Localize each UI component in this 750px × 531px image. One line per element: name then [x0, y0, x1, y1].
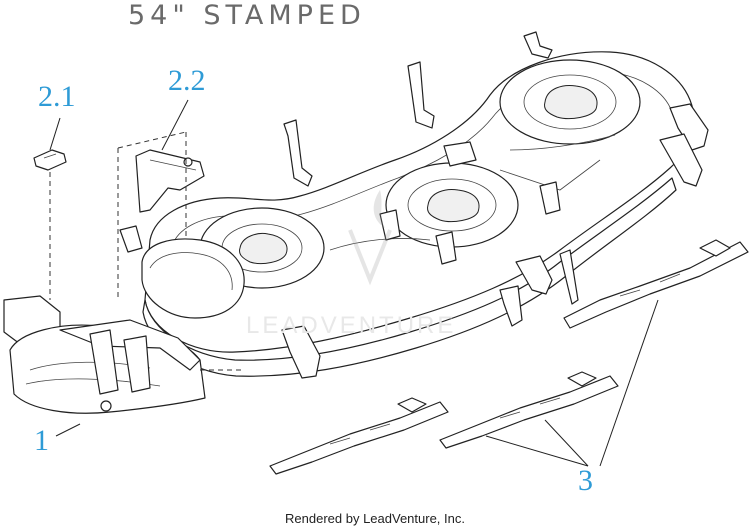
watermark-logo [348, 190, 392, 286]
discharge-chute [3, 295, 206, 414]
callout-1: 1 [34, 424, 49, 457]
mower-blades [269, 239, 749, 475]
leader-lines [49, 99, 659, 467]
assembly-lines [49, 131, 245, 371]
blade-2 [269, 397, 449, 475]
footer-credit: Rendered by LeadVenture, Inc. [285, 511, 465, 526]
callout-3: 3 [578, 464, 593, 497]
watermark-text: LEADVENTURE [246, 312, 457, 339]
bracket-part [135, 149, 205, 213]
knob-part [33, 149, 67, 171]
deck-brackets [119, 31, 709, 379]
callout-2-1: 2.1 [38, 80, 76, 113]
blade-3 [439, 371, 619, 449]
callout-2-2: 2.2 [168, 64, 206, 97]
blade-1 [563, 239, 749, 329]
diagram-title: 54" STAMPED [128, 0, 366, 31]
